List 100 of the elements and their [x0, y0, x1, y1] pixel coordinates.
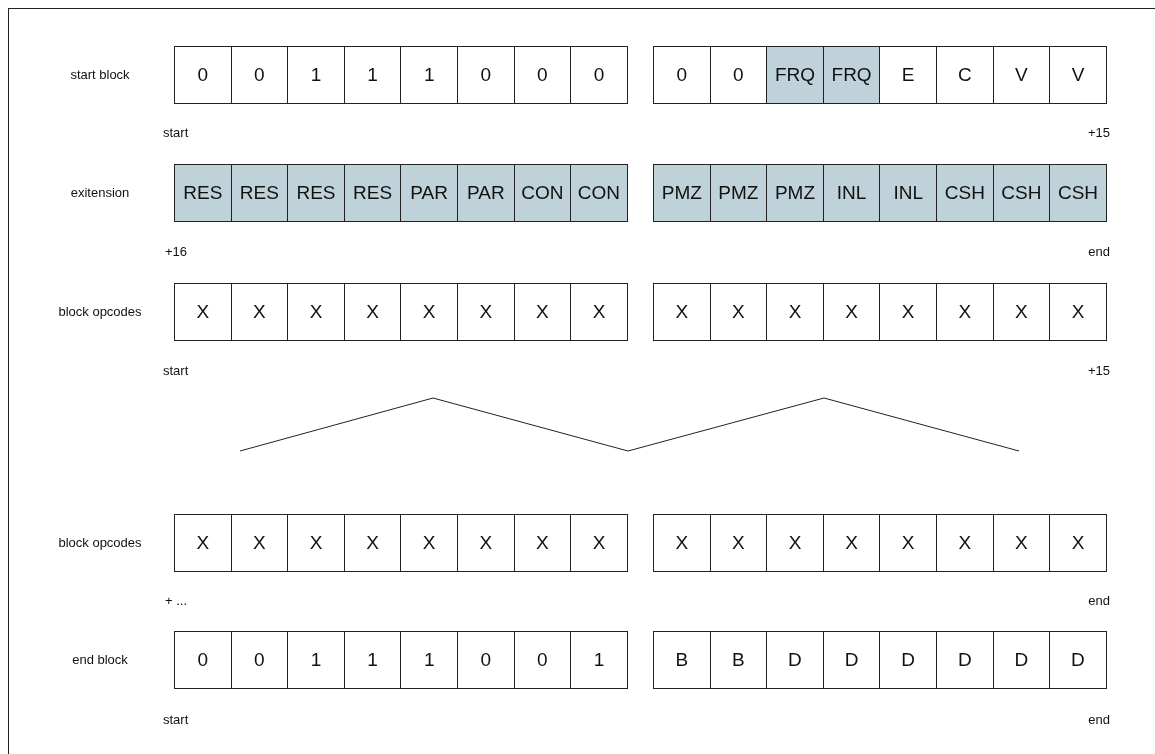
cell-value: X — [366, 532, 379, 554]
bit-cell — [174, 164, 232, 222]
cell-value: E — [901, 64, 915, 86]
bit-cell — [457, 46, 515, 104]
bit-cell — [822, 514, 881, 572]
bit-cell — [457, 164, 515, 222]
bit-cell — [936, 164, 994, 222]
offset-label: start — [163, 363, 189, 378]
cell-value: 0 — [593, 64, 605, 86]
cell-value: X — [479, 301, 493, 323]
cell-value: 0 — [254, 649, 265, 671]
bit-cell — [174, 514, 232, 572]
bit-cell — [822, 631, 881, 689]
cell-value: V — [1015, 64, 1028, 86]
cell-value: CON — [521, 182, 564, 204]
bit-cell — [513, 514, 572, 572]
bit-cell — [174, 46, 232, 104]
bit-cell — [230, 514, 289, 572]
row-label: block opcodes — [58, 304, 142, 319]
cell-value: V — [1071, 64, 1085, 86]
bit-cell — [766, 46, 824, 104]
bit-cell — [230, 164, 289, 222]
cell-value: PMZ — [661, 182, 702, 204]
bit-cell — [709, 631, 768, 689]
cell-value: 1 — [310, 64, 322, 86]
offset-label: end — [1088, 593, 1110, 608]
cell-value: X — [788, 301, 802, 323]
bit-cell — [174, 631, 232, 689]
cell-value: RES — [353, 182, 393, 204]
cell-value: CSH — [1057, 182, 1099, 204]
cell-value: FRQ — [831, 64, 872, 86]
cell-value: X — [422, 301, 436, 323]
bit-cell — [709, 514, 768, 572]
cell-value: 0 — [197, 64, 209, 86]
bit-cell — [457, 631, 515, 689]
cell-value: D — [957, 649, 972, 671]
cell-value: RES — [296, 182, 336, 204]
cell-value: X — [845, 532, 858, 554]
bit-cell — [822, 46, 881, 104]
cell-value: X — [196, 532, 210, 554]
offset-label: + ... — [165, 593, 188, 608]
cell-value: 1 — [367, 649, 378, 671]
bit-cell — [936, 46, 994, 104]
bit-cell — [992, 283, 1051, 341]
bit-cell — [653, 631, 711, 689]
bit-cell — [1049, 46, 1107, 104]
cell-value: 1 — [423, 649, 435, 671]
bit-cell — [570, 164, 628, 222]
cell-value: X — [536, 301, 549, 323]
cell-value: CON — [577, 182, 621, 204]
cell-value: X — [479, 532, 493, 554]
bit-cell — [287, 283, 345, 341]
bit-cell — [992, 514, 1051, 572]
cell-value: CSH — [944, 182, 985, 204]
cell-value: RES — [239, 182, 279, 204]
cell-value: PAR — [466, 182, 505, 204]
cell-value: 0 — [480, 649, 492, 671]
cell-value: X — [366, 301, 379, 323]
bit-cell — [570, 514, 628, 572]
bit-cell — [709, 164, 768, 222]
row-label: exitension — [70, 185, 130, 200]
bit-cell — [457, 514, 515, 572]
bit-cell — [570, 46, 628, 104]
cell-value: X — [958, 301, 972, 323]
bit-cell — [513, 46, 572, 104]
bit-cell — [766, 283, 824, 341]
bit-cell — [343, 46, 402, 104]
cell-value: X — [732, 301, 745, 323]
cell-value: X — [592, 301, 606, 323]
cell-value: PAR — [410, 182, 448, 204]
bit-cell — [400, 164, 458, 222]
cell-value: 1 — [423, 64, 435, 86]
cell-value: 0 — [733, 64, 744, 86]
bit-cell — [879, 283, 937, 341]
bit-cell — [709, 283, 768, 341]
cell-value: X — [1015, 532, 1028, 554]
bit-cell — [513, 164, 572, 222]
cell-value: D — [901, 649, 916, 671]
cell-value: X — [901, 532, 915, 554]
cell-value: D — [1071, 649, 1085, 671]
cell-value: D — [788, 649, 802, 671]
cell-value: 0 — [480, 64, 492, 86]
cell-value: RES — [183, 182, 223, 204]
cell-value: X — [253, 301, 266, 323]
bit-cell — [343, 283, 402, 341]
bit-cell — [570, 631, 628, 689]
bit-cell — [457, 283, 515, 341]
cell-value: X — [675, 301, 689, 323]
bit-cell — [400, 514, 458, 572]
cell-value: CSH — [1001, 182, 1042, 204]
bit-cell — [992, 46, 1051, 104]
bit-cell — [230, 46, 289, 104]
bit-cell — [1049, 514, 1107, 572]
bit-cell — [653, 283, 711, 341]
bit-cell — [287, 631, 345, 689]
bit-cell — [1049, 164, 1107, 222]
bit-cell — [343, 514, 402, 572]
cell-value: X — [309, 301, 323, 323]
bit-cell — [766, 631, 824, 689]
bit-cell — [879, 631, 937, 689]
